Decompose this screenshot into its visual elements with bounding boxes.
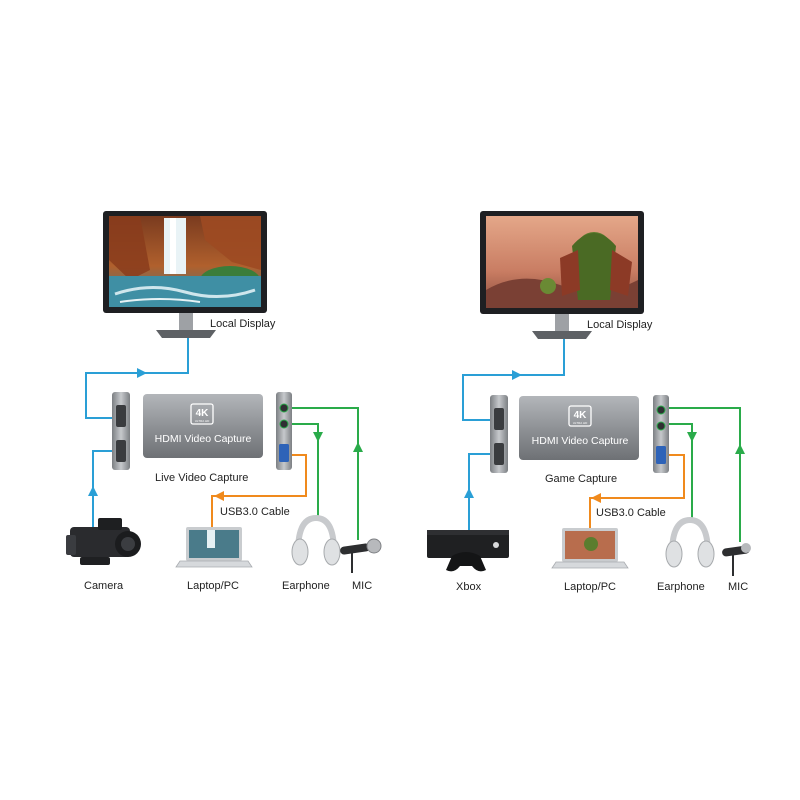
xbox-console-icon bbox=[427, 530, 509, 572]
usb-arrow bbox=[214, 491, 224, 501]
audio-usb-port-plate bbox=[653, 395, 669, 473]
mic-arrow bbox=[735, 444, 745, 454]
laptop-label: Laptop/PC bbox=[187, 580, 239, 592]
microphone-icon bbox=[722, 543, 751, 576]
mic-arrow bbox=[353, 442, 363, 452]
brand-badge: 4K bbox=[574, 410, 588, 421]
hdmi-in-line bbox=[468, 453, 490, 530]
earphone-icon bbox=[291, 514, 341, 566]
earphone-label: Earphone bbox=[282, 580, 330, 592]
earphone-line bbox=[669, 423, 693, 520]
earphone-arrow bbox=[687, 432, 697, 442]
diagram-game-capture: Local Display 4K ULTRA HD HDMI Video Cap… bbox=[427, 211, 751, 593]
laptop-label: Laptop/PC bbox=[564, 581, 616, 593]
local-display-monitor bbox=[103, 211, 267, 338]
camera-icon bbox=[66, 518, 141, 565]
capture-device: 4K ULTRA HD HDMI Video Capture bbox=[519, 396, 639, 460]
display-label: Local Display bbox=[210, 318, 276, 330]
diagram-live-capture: Local Display 4K ULTRA HD HDMI Video Cap… bbox=[66, 211, 382, 592]
hdmi-out-arrow bbox=[137, 368, 147, 378]
display-label: Local Display bbox=[587, 319, 653, 331]
hdmi-in-arrow bbox=[88, 486, 98, 496]
device-title: HDMI Video Capture bbox=[155, 433, 252, 445]
device-title: HDMI Video Capture bbox=[532, 435, 629, 447]
earphone-arrow bbox=[313, 432, 323, 442]
usb-line bbox=[211, 454, 307, 528]
mic-label: MIC bbox=[728, 581, 748, 593]
hdmi-port-plate bbox=[490, 395, 508, 473]
usb-line bbox=[589, 454, 685, 528]
source-label: Xbox bbox=[456, 581, 482, 593]
hdmi-in-line bbox=[92, 450, 112, 530]
laptop-icon bbox=[551, 528, 629, 569]
mic-line bbox=[292, 407, 359, 540]
hdmi-port-plate bbox=[112, 392, 130, 470]
brand-badge: 4K bbox=[196, 408, 210, 419]
hdmi-in-arrow bbox=[464, 488, 474, 498]
hdmi-out-line bbox=[85, 337, 189, 419]
mic-line bbox=[669, 407, 741, 542]
microphone-icon bbox=[340, 538, 382, 573]
earphone-icon bbox=[665, 516, 715, 568]
source-label: Camera bbox=[84, 580, 124, 592]
audio-usb-port-plate bbox=[276, 392, 292, 470]
earphone-line bbox=[292, 423, 319, 520]
cable-label: USB3.0 Cable bbox=[596, 507, 666, 519]
hdmi-out-line bbox=[462, 337, 565, 421]
capture-device: 4K ULTRA HD HDMI Video Capture bbox=[143, 394, 263, 458]
device-caption: Game Capture bbox=[545, 473, 617, 485]
brand-badge-sub: ULTRA HD bbox=[573, 421, 588, 425]
local-display-monitor bbox=[480, 211, 644, 339]
usb-arrow bbox=[591, 493, 601, 503]
earphone-label: Earphone bbox=[657, 581, 705, 593]
mic-label: MIC bbox=[352, 580, 372, 592]
hdmi-out-arrow bbox=[512, 370, 522, 380]
cable-label: USB3.0 Cable bbox=[220, 506, 290, 518]
device-caption: Live Video Capture bbox=[155, 472, 248, 484]
laptop-icon bbox=[175, 527, 253, 568]
brand-badge-sub: ULTRA HD bbox=[195, 419, 210, 423]
